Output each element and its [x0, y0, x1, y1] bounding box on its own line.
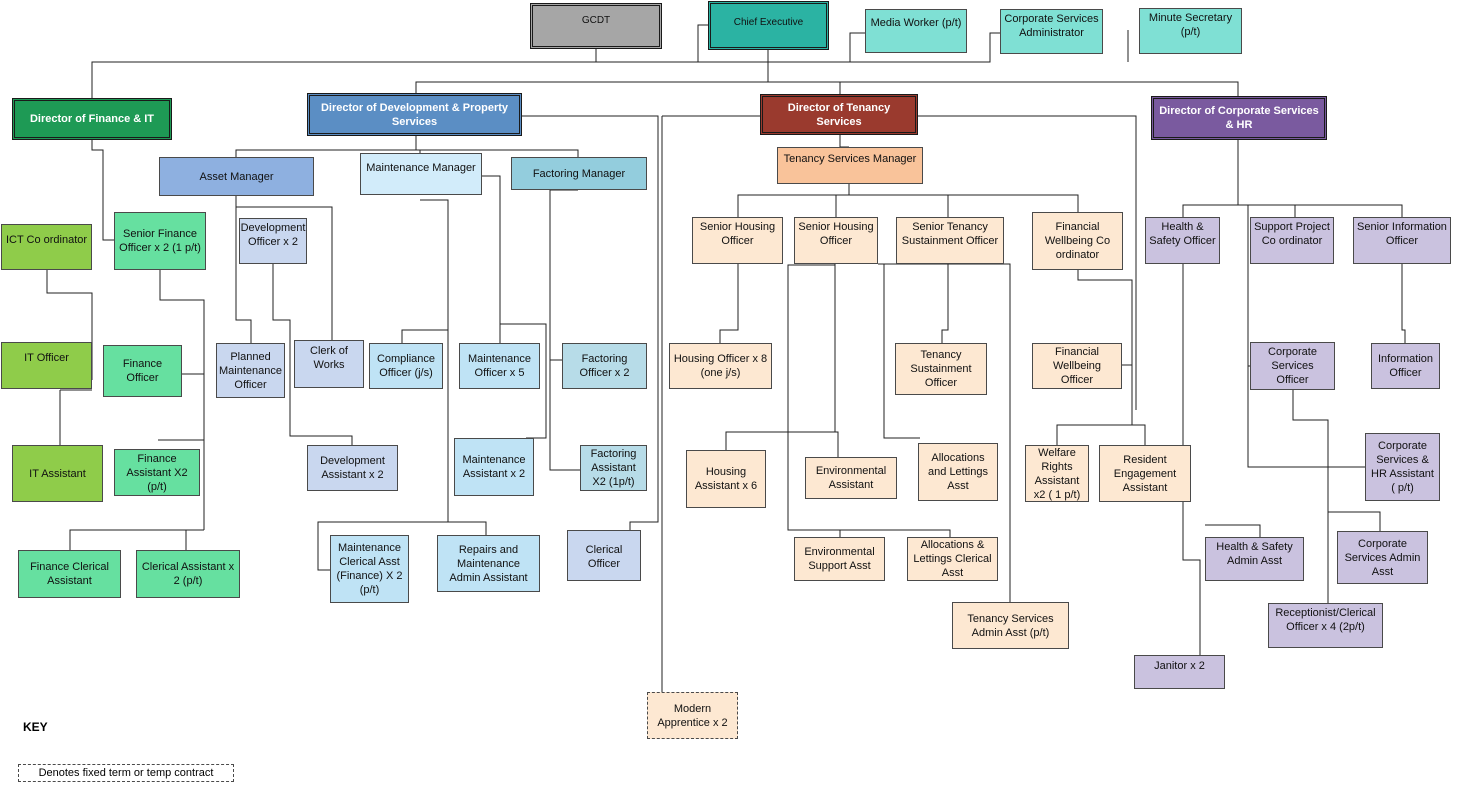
tenancy-sustainment-officer-box: Tenancy Sustainment Officer — [895, 343, 987, 395]
repairs-maintenance-admin-box: Repairs and Maintenance Admin Assistant — [437, 535, 540, 592]
resident-engagement-assistant-box: Resident Engagement Assistant — [1099, 445, 1191, 502]
development-officer-box: Development Officer x 2 — [239, 218, 307, 264]
senior-tenancy-sustainment-officer-box: Senior Tenancy Sustainment Officer — [896, 217, 1004, 264]
compliance-officer-box: Compliance Officer (j/s) — [369, 343, 443, 389]
information-officer-box: Information Officer — [1371, 343, 1440, 389]
janitor-box: Janitor x 2 — [1134, 655, 1225, 689]
minute-secretary-box: Minute Secretary (p/t) — [1139, 8, 1242, 54]
maintenance-officer-box: Maintenance Officer x 5 — [459, 343, 540, 389]
factoring-assistant-box: Factoring Assistant X2 (1p/t) — [580, 445, 647, 491]
tenancy-services-admin-box: Tenancy Services Admin Asst (p/t) — [952, 602, 1069, 649]
modern-apprentice-box: Modern Apprentice x 2 — [647, 692, 738, 739]
director-finance-it-box: Director of Finance & IT — [12, 98, 172, 140]
clerk-of-works-box: Clerk of Works — [294, 340, 364, 388]
financial-wellbeing-officer-box: Financial Wellbeing Officer — [1032, 343, 1122, 389]
it-assistant-box: IT Assistant — [12, 445, 103, 502]
asset-manager-box: Asset Manager — [159, 157, 314, 196]
health-safety-officer-box: Health & Safety Officer — [1145, 217, 1220, 264]
housing-officer-box: Housing Officer x 8 (one j/s) — [669, 343, 772, 389]
director-tenancy-services-box: Director of Tenancy Services — [760, 94, 918, 135]
planned-maintenance-officer-box: Planned Maintenance Officer — [216, 343, 285, 398]
chief-executive-box: Chief Executive — [708, 1, 829, 50]
gcdt-box: GCDT — [530, 3, 662, 49]
support-project-coordinator-box: Support Project Co ordinator — [1250, 217, 1334, 264]
corporate-services-admin-asst-box: Corporate Services Admin Asst — [1337, 531, 1428, 584]
development-assistant-box: Development Assistant x 2 — [307, 445, 398, 491]
media-worker-box: Media Worker (p/t) — [865, 9, 967, 53]
senior-housing-officer-2-box: Senior Housing Officer — [794, 217, 878, 264]
tenancy-services-manager-box: Tenancy Services Manager — [777, 147, 923, 184]
senior-housing-officer-1-box: Senior Housing Officer — [692, 217, 783, 264]
finance-officer-box: Finance Officer — [103, 345, 182, 397]
corporate-services-officer-box: Corporate Services Officer — [1250, 342, 1335, 390]
maintenance-clerical-asst-box: Maintenance Clerical Asst (Finance) X 2 … — [330, 535, 409, 603]
environmental-support-asst-box: Environmental Support Asst — [794, 537, 885, 581]
factoring-officer-box: Factoring Officer x 2 — [562, 343, 647, 389]
factoring-manager-box: Factoring Manager — [511, 157, 647, 190]
clerical-assistant-box: Clerical Assistant x 2 (p/t) — [136, 550, 240, 598]
director-development-property-box: Director of Development & Property Servi… — [307, 93, 522, 136]
maintenance-manager-box: Maintenance Manager — [360, 153, 482, 195]
welfare-rights-assistant-box: Welfare Rights Assistant x2 ( 1 p/t) — [1025, 445, 1089, 502]
director-corporate-services-hr-box: Director of Corporate Services & HR — [1151, 96, 1327, 140]
corporate-services-hr-assistant-box: Corporate Services & HR Assistant ( p/t) — [1365, 433, 1440, 501]
key-dashed-legend: Denotes fixed term or temp contract — [18, 764, 234, 782]
environmental-assistant-box: Environmental Assistant — [805, 457, 897, 499]
ict-coordinator-box: ICT Co ordinator — [1, 224, 92, 270]
senior-finance-officer-box: Senior Finance Officer x 2 (1 p/t) — [114, 212, 206, 270]
health-safety-admin-asst-box: Health & Safety Admin Asst — [1205, 537, 1304, 581]
finance-assistant-box: Finance Assistant X2 (p/t) — [114, 449, 200, 496]
receptionist-clerical-officer-box: Receptionist/Clerical Officer x 4 (2p/t) — [1268, 603, 1383, 648]
allocations-lettings-asst-box: Allocations and Lettings Asst — [918, 443, 998, 501]
corporate-services-administrator-box: Corporate Services Administrator — [1000, 9, 1103, 54]
clerical-officer-box: Clerical Officer — [567, 530, 641, 581]
financial-wellbeing-coordinator-box: Financial Wellbeing Co ordinator — [1032, 212, 1123, 270]
key-title: KEY — [23, 720, 48, 734]
housing-assistant-box: Housing Assistant x 6 — [686, 450, 766, 508]
it-officer-box: IT Officer — [1, 342, 92, 389]
allocations-lettings-clerical-box: Allocations & Lettings Clerical Asst — [907, 537, 998, 581]
finance-clerical-assistant-box: Finance Clerical Assistant — [18, 550, 121, 598]
senior-information-officer-box: Senior Information Officer — [1353, 217, 1451, 264]
maintenance-assistant-box: Maintenance Assistant x 2 — [454, 438, 534, 496]
